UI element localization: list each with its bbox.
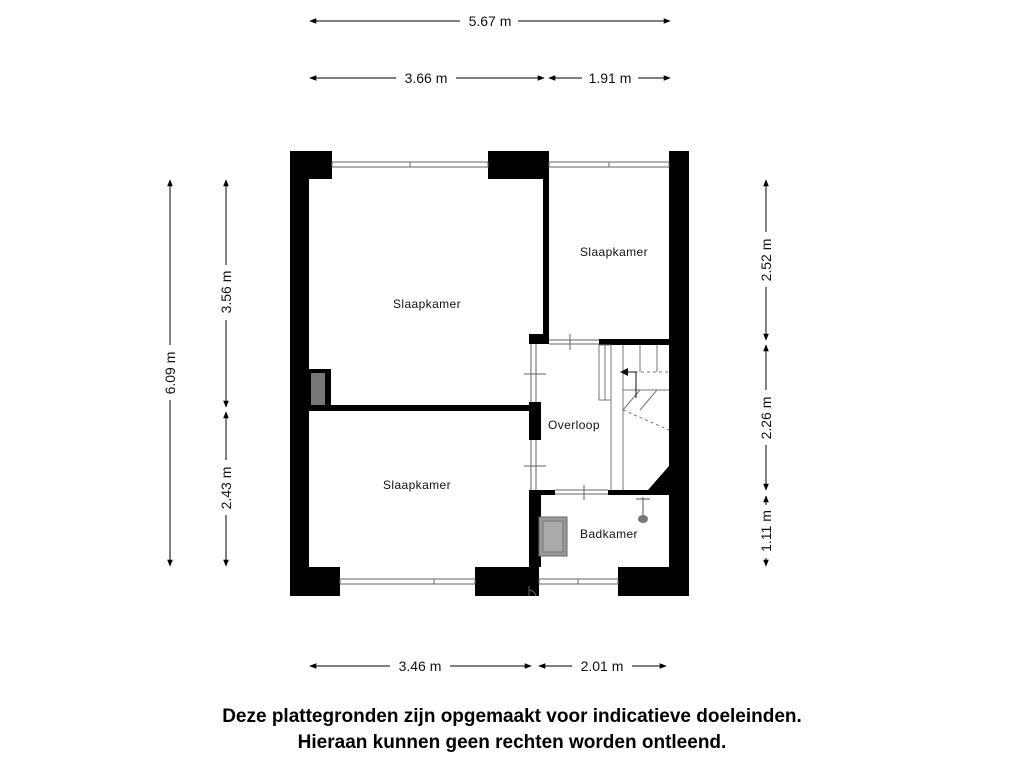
dimension-top-left: 3.66 m bbox=[309, 70, 545, 86]
room-label-bedroom-bottom: Slaapkamer bbox=[383, 478, 451, 492]
room-label-bathroom: Badkamer bbox=[580, 527, 638, 541]
window-bottom-left bbox=[339, 578, 476, 585]
dimension-bottom-right: 2.01 m bbox=[538, 658, 667, 674]
dimension-top-right: 1.91 m bbox=[548, 70, 671, 86]
dimension-left-lower: 2.43 m bbox=[218, 411, 234, 567]
dimension-right-middle: 2.26 m bbox=[758, 344, 774, 491]
disclaimer-line-2: Hieraan kunnen geen rechten worden ontle… bbox=[297, 732, 727, 753]
disclaimer-line-1: Deze plattegronden zijn opgemaakt voor i… bbox=[222, 706, 802, 727]
dimension-label: 6.09 m bbox=[162, 352, 178, 395]
sink-fixture bbox=[538, 516, 568, 557]
shaft bbox=[309, 369, 331, 407]
dimension-label: 3.66 m bbox=[405, 70, 448, 86]
shower-fixture bbox=[636, 497, 650, 523]
window-top-right bbox=[548, 161, 670, 168]
room-label-bedroom-small: Slaapkamer bbox=[580, 245, 648, 259]
dimension-right-lower: 1.11 m bbox=[758, 495, 774, 567]
staircase bbox=[598, 344, 670, 490]
window-bottom-right bbox=[538, 578, 619, 585]
dimension-top-total: 5.67 m bbox=[309, 13, 671, 29]
dimension-label: 2.43 m bbox=[218, 467, 234, 510]
dimension-bottom-left: 3.46 m bbox=[309, 658, 532, 674]
dimension-right-upper: 2.52 m bbox=[758, 179, 774, 341]
dimension-label: 2.52 m bbox=[758, 239, 774, 282]
dimension-label: 5.67 m bbox=[469, 13, 512, 29]
room-label-landing: Overloop bbox=[548, 418, 600, 432]
dimension-label: 1.91 m bbox=[589, 70, 632, 86]
dimension-label: 1.11 m bbox=[758, 510, 774, 552]
dimension-left-total: 6.09 m bbox=[162, 179, 178, 567]
door-openings bbox=[524, 334, 608, 597]
dimension-label: 3.46 m bbox=[399, 658, 442, 674]
dimension-label: 2.26 m bbox=[758, 397, 774, 440]
window-top-left bbox=[331, 161, 489, 168]
dimension-label: 3.56 m bbox=[218, 271, 234, 314]
dimension-label: 2.01 m bbox=[581, 658, 624, 674]
room-label-bedroom-large: Slaapkamer bbox=[393, 297, 461, 311]
dimension-left-upper: 3.56 m bbox=[218, 179, 234, 408]
walls bbox=[290, 151, 689, 596]
